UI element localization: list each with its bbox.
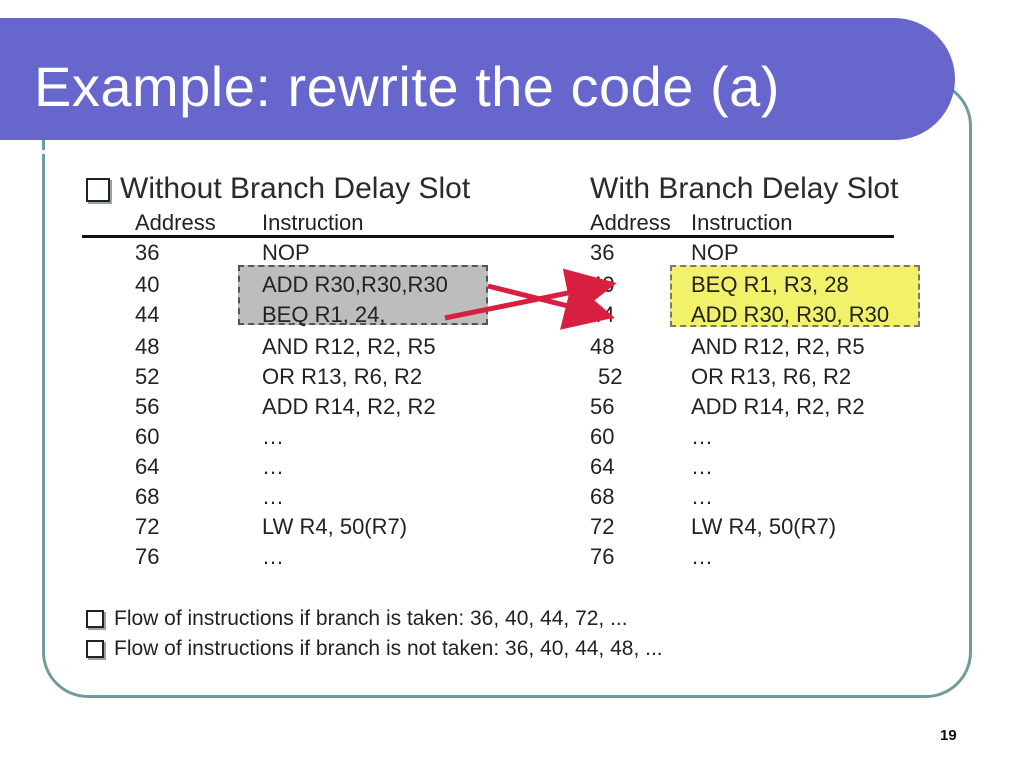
right-instruction: LW R4, 50(R7) xyxy=(691,514,837,539)
left-instruction: … xyxy=(262,544,284,569)
left-address: 48 xyxy=(135,334,160,359)
right-heading: With Branch Delay Slot xyxy=(590,172,899,205)
slide-title: Example: rewrite the code (a) xyxy=(34,55,780,118)
header-rule xyxy=(82,235,894,238)
left-instruction: … xyxy=(262,424,284,449)
right-instruction: … xyxy=(691,544,713,569)
right-instruction: ADD R14, R2, R2 xyxy=(691,394,865,419)
left-address: 44 xyxy=(135,302,160,327)
left-address: 60 xyxy=(135,424,160,449)
right-address: 60 xyxy=(590,424,615,449)
left-instruction: LW R4, 50(R7) xyxy=(262,514,408,539)
left-address: 36 xyxy=(135,240,160,265)
right-instruction: … xyxy=(691,484,713,509)
right-instruction: … xyxy=(691,424,713,449)
left-address: 52 xyxy=(135,364,160,389)
left-instruction: NOP xyxy=(262,240,310,265)
right-instruction-header: Instruction xyxy=(691,210,793,235)
left-instruction: AND R12, R2, R5 xyxy=(262,334,436,359)
right-address: 52 xyxy=(598,364,623,389)
left-address: 56 xyxy=(135,394,160,419)
left-instruction-header: Instruction xyxy=(262,210,364,235)
left-heading: Without Branch Delay Slot xyxy=(86,172,470,206)
arrow-beq-to-40 xyxy=(444,268,617,321)
right-address: 48 xyxy=(590,334,615,359)
right-address: 72 xyxy=(590,514,615,539)
checkbox-bullet-icon xyxy=(86,178,110,203)
right-address: 76 xyxy=(590,544,615,569)
right-instruction: AND R12, R2, R5 xyxy=(691,334,865,359)
left-heading-text: Without Branch Delay Slot xyxy=(120,172,471,205)
right-instruction: OR R13, R6, R2 xyxy=(691,364,852,389)
left-instruction: … xyxy=(262,484,284,509)
left-instruction: OR R13, R6, R2 xyxy=(262,364,423,389)
left-address: 64 xyxy=(135,454,160,479)
left-instruction: … xyxy=(262,454,284,479)
left-address: 72 xyxy=(135,514,160,539)
bullet-taken: Flow of instructions if branch is taken:… xyxy=(86,607,628,631)
page-number: 19 xyxy=(940,727,957,744)
right-instruction: ADD R30, R30, R30 xyxy=(691,302,890,327)
left-instruction: ADD R30,R30,R30 xyxy=(262,272,448,297)
left-address-header: Address xyxy=(135,210,216,235)
right-highlight-box xyxy=(670,265,920,327)
content-frame xyxy=(42,80,972,698)
right-address: 64 xyxy=(590,454,615,479)
title-underline xyxy=(0,150,905,154)
left-instruction: ADD R14, R2, R2 xyxy=(262,394,436,419)
right-address-header: Address xyxy=(590,210,671,235)
title-bar: Example: rewrite the code (a) xyxy=(0,18,955,154)
bullet-taken-text: Flow of instructions if branch is taken:… xyxy=(114,607,628,630)
right-address: 68 xyxy=(590,484,615,509)
left-address: 68 xyxy=(135,484,160,509)
checkbox-bullet-icon xyxy=(86,610,104,629)
right-instruction: BEQ R1, R3, 28 xyxy=(691,272,849,297)
right-address: 36 xyxy=(590,240,615,265)
left-address: 40 xyxy=(135,272,160,297)
checkbox-bullet-icon xyxy=(86,640,104,659)
left-instruction: BEQ R1, 24, xyxy=(262,302,386,327)
left-address: 76 xyxy=(135,544,160,569)
bullet-not-taken: Flow of instructions if branch is not ta… xyxy=(86,637,663,661)
right-address: 56 xyxy=(590,394,615,419)
right-instruction: NOP xyxy=(691,240,739,265)
right-instruction: … xyxy=(691,454,713,479)
left-highlight-box xyxy=(238,265,488,325)
bullet-not-taken-text: Flow of instructions if branch is not ta… xyxy=(114,637,663,660)
